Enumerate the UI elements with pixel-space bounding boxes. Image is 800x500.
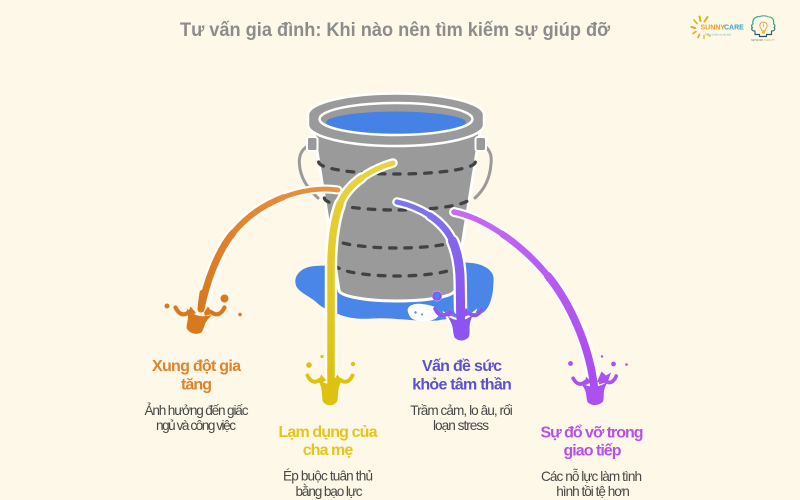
svg-text:hình tồi tệ hơn: hình tồi tệ hơn bbox=[556, 484, 630, 499]
svg-text:ngủ và công việc: ngủ và công việc bbox=[156, 418, 236, 433]
svg-text:CARE: CARE bbox=[724, 25, 744, 32]
svg-text:NETWORK THERAPY: NETWORK THERAPY bbox=[751, 38, 775, 42]
svg-text:bằng bạo lực: bằng bạo lực bbox=[296, 484, 363, 499]
svg-text:Ép buộc tuân thủ: Ép buộc tuân thủ bbox=[283, 469, 373, 484]
svg-text:Các nỗ lực làm tình: Các nỗ lực làm tình bbox=[541, 469, 642, 484]
svg-text:cha mẹ: cha mẹ bbox=[303, 442, 354, 459]
svg-text:SUNNY: SUNNY bbox=[701, 25, 726, 32]
svg-text:Lạm dụng của: Lạm dụng của bbox=[279, 424, 378, 441]
svg-text:Sự đổ vỡ trong: Sự đổ vỡ trong bbox=[541, 424, 644, 442]
svg-text:khỏe tâm thần: khỏe tâm thần bbox=[412, 377, 512, 394]
svg-text:Xung đột gia: Xung đột gia bbox=[152, 358, 241, 375]
svg-text:Tư vấn gia đình: Khi nào nên t: Tư vấn gia đình: Khi nào nên tìm kiếm sự… bbox=[180, 20, 610, 41]
svg-text:Tâm lý & Chăm sóc sức khỏe: Tâm lý & Chăm sóc sức khỏe bbox=[705, 33, 731, 37]
svg-text:loạn stress: loạn stress bbox=[433, 418, 489, 433]
svg-text:Trầm cảm, lo âu, rối: Trầm cảm, lo âu, rối bbox=[410, 403, 513, 418]
svg-text:giao tiếp: giao tiếp bbox=[564, 443, 622, 460]
svg-text:tăng: tăng bbox=[181, 377, 212, 394]
svg-text:Vấn đề sức: Vấn đề sức bbox=[422, 358, 502, 375]
svg-text:Ảnh hưởng đến giấc: Ảnh hưởng đến giấc bbox=[145, 403, 249, 418]
